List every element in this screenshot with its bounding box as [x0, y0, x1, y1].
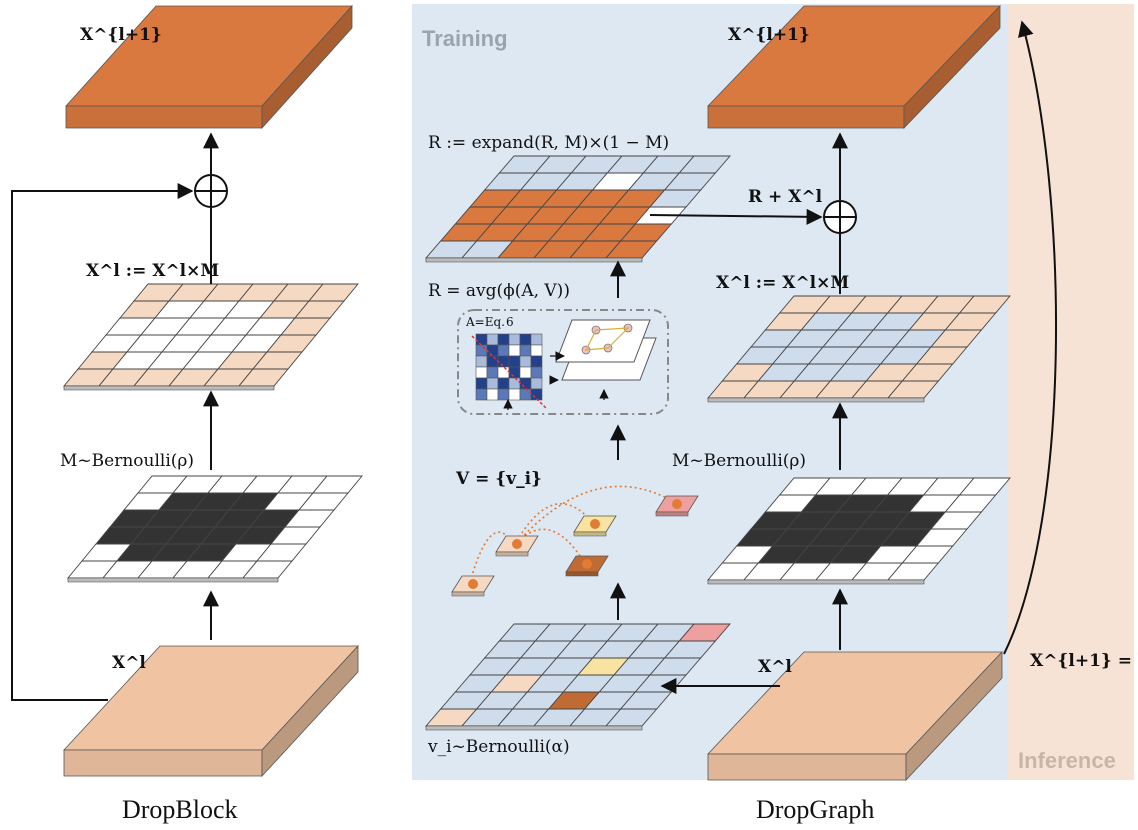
- adjacency-cell: [519, 366, 532, 379]
- adjacency-cell: [475, 355, 488, 368]
- node-link: [469, 531, 515, 583]
- node-link: [513, 485, 675, 547]
- dropblock-caption: DropBlock: [122, 795, 238, 824]
- residual-expand-label: R := expand(R, M)×(1 − M): [428, 133, 669, 153]
- adjacency-cell: [519, 355, 532, 368]
- dropgraph-output-label: X^{l+1}: [728, 25, 810, 45]
- adjacency-cell: [497, 377, 510, 390]
- node-dot: [590, 519, 600, 529]
- dropgraph-mask-sample-label: M~Bernoulli(ρ): [672, 451, 806, 471]
- inference-label: Inference: [1018, 748, 1116, 773]
- dropblock-mask-apply-label: X^l := X^l×M: [86, 261, 219, 281]
- inference-panel: [1008, 4, 1134, 780]
- adjacency-cell: [475, 366, 488, 379]
- feature-slabs: [63, 4, 1003, 782]
- adjacency-cell: [519, 333, 532, 346]
- adjacency-cell: [530, 388, 543, 401]
- dropgraph-masked-grid: [707, 295, 1011, 403]
- plus-icon: [823, 200, 857, 234]
- node-dot: [582, 559, 592, 569]
- node-sample-grid: [425, 623, 731, 731]
- adjacency-cell: [519, 377, 532, 390]
- adjacency-cell: [497, 333, 510, 346]
- dropgraph-mask-apply-label: X^l := X^l×M: [716, 273, 849, 293]
- dropblock-input-slab: [63, 644, 359, 778]
- adjacency-cell: [530, 333, 543, 346]
- residual-avg-label: R = avg(ϕ(A, V)): [428, 281, 570, 301]
- adjacency-cell: [475, 377, 488, 390]
- inference-equation: X^{l+1} = X^l: [1030, 651, 1138, 671]
- adjacency-cell: [508, 388, 521, 401]
- dropgraph-caption: DropGraph: [756, 795, 874, 824]
- adjacency-cell: [519, 388, 532, 401]
- adjacency-cell: [530, 355, 543, 368]
- adjacency-cell: [508, 355, 521, 368]
- adjacency-diagonal: [471, 335, 547, 409]
- dropgraph-input-label: X^l: [758, 657, 792, 677]
- adjacency-cell: [530, 366, 543, 379]
- adjacency-cell: [508, 333, 521, 346]
- dropgraph-mask-grid: [707, 477, 1011, 585]
- residual-grid: [425, 155, 731, 263]
- node-tile-edge: [565, 571, 599, 577]
- adjacency-cell: [508, 377, 521, 390]
- adjacency-cell: [530, 344, 543, 357]
- connectors: [11, 20, 1058, 701]
- adjacency-cell: [486, 366, 499, 379]
- dropblock-masked-grid: [63, 283, 359, 391]
- adjacency-cell: [508, 344, 521, 357]
- node-tile-edge: [451, 591, 485, 597]
- adjacency-eq-ref: 6: [506, 315, 514, 329]
- graph-module-frame: [457, 309, 669, 415]
- dropblock-mask-sample-label: M~Bernoulli(ρ): [60, 451, 194, 471]
- adjacency-cell: [475, 388, 488, 401]
- adjacency-cell: [497, 388, 510, 401]
- adjacency-cell: [486, 377, 499, 390]
- graph-plane: [555, 319, 651, 363]
- node-dot: [512, 539, 522, 549]
- adjacency-cell: [497, 355, 510, 368]
- adjacency-cell: [486, 355, 499, 368]
- dropblock-output-label: X^{l+1}: [80, 25, 162, 45]
- dropblock-mask-grid: [67, 475, 363, 583]
- residual-sum-label: R + X^l: [748, 187, 823, 207]
- node-tile-edge: [495, 551, 529, 557]
- adjacency-cell: [486, 344, 499, 357]
- node-dot: [672, 499, 682, 509]
- adjacency-cell: [519, 344, 532, 357]
- node-tile-edge: [573, 531, 607, 537]
- node-set-label: V = {v_i}: [455, 469, 542, 489]
- dropgraph-input-slab: [707, 650, 1003, 782]
- adjacency-cell: [475, 333, 488, 346]
- sampled-nodes: [451, 485, 699, 597]
- adjacency-cell: [508, 366, 521, 379]
- adjacency-cell: [497, 366, 510, 379]
- graph-edges: [584, 327, 630, 351]
- node-link: [513, 503, 593, 547]
- graph-module: A=Eq.6: [457, 309, 669, 415]
- node-dot: [468, 579, 478, 589]
- dropgraph-output-slab: [707, 5, 1001, 129]
- training-label: Training: [422, 26, 508, 51]
- node-sample-label: v_i~Bernoulli(α): [427, 737, 570, 757]
- adjacency-cell: [497, 344, 510, 357]
- adjacency-label: A=Eq.: [465, 315, 505, 329]
- adjacency-cell: [475, 344, 488, 357]
- adjacency-cell: [486, 388, 499, 401]
- adjacency-cell: [530, 377, 543, 390]
- plus-icon: [194, 174, 228, 208]
- dropblock-output-slab: [65, 4, 353, 130]
- node-tile-edge: [655, 511, 689, 517]
- adjacency-cell: [486, 333, 499, 346]
- feature-grids: [63, 155, 1011, 731]
- dropblock-input-label: X^l: [112, 653, 146, 673]
